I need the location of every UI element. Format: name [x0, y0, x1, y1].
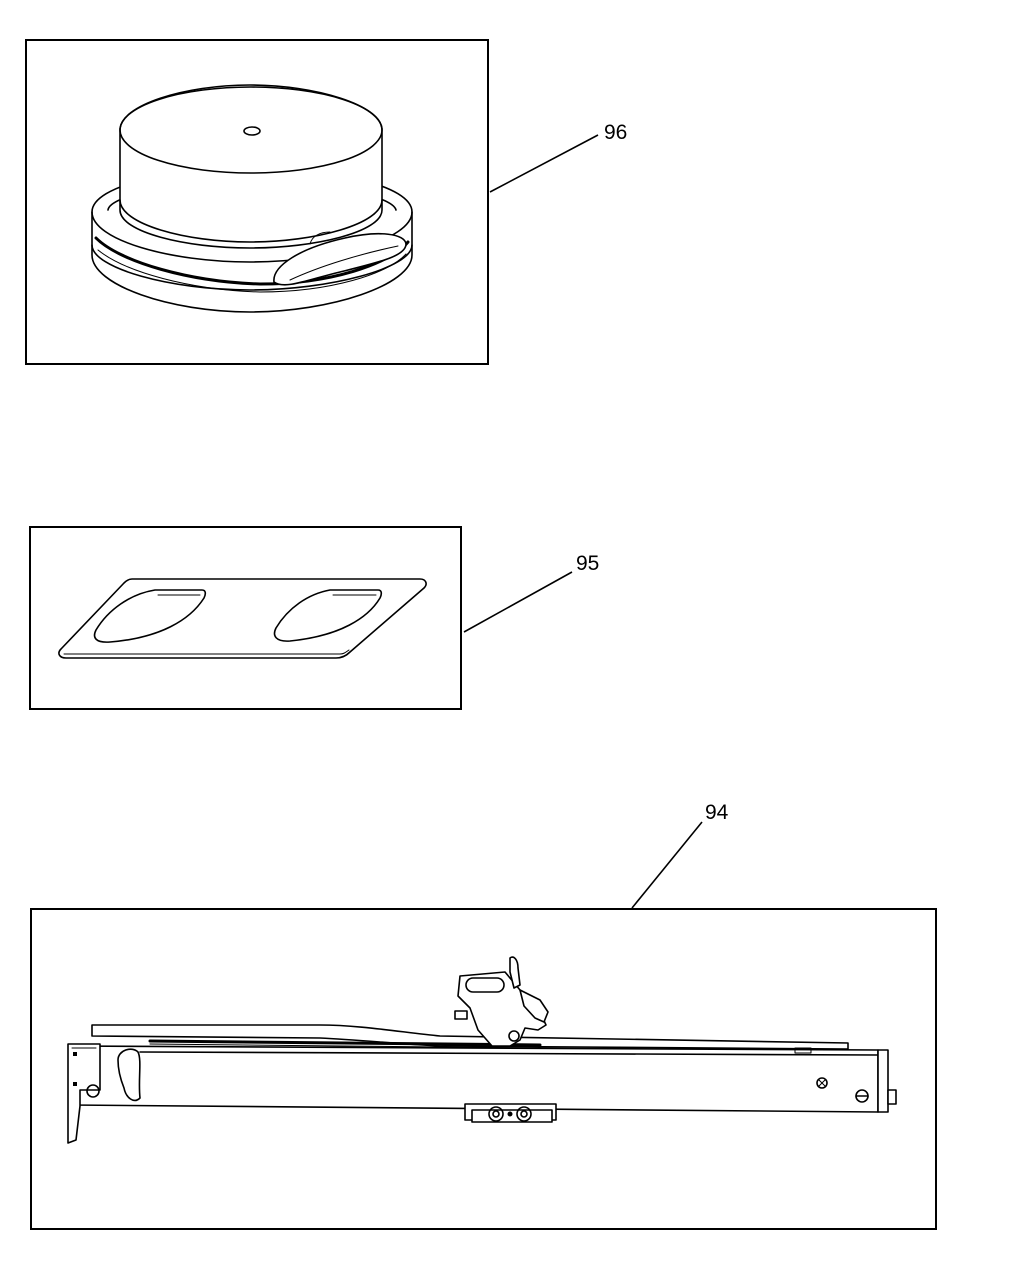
- part-96-leader-line: [489, 134, 599, 193]
- part-95-leader-line: [463, 571, 573, 633]
- part-96-frame: [25, 39, 489, 365]
- part-94-illustration: [67, 956, 897, 1144]
- part-94-panel: 94: [30, 801, 937, 1230]
- part-94-leader-line: [631, 821, 703, 909]
- part-95-callout: 95: [576, 552, 599, 575]
- part-96-illustration: [91, 84, 413, 313]
- part-95-panel: 95: [29, 526, 599, 710]
- part-94-callout: 94: [705, 801, 729, 824]
- part-96-callout: 96: [604, 121, 627, 144]
- part-94-frame: [30, 908, 937, 1230]
- part-96-panel: 96: [25, 39, 627, 365]
- part-95-illustration: [58, 578, 427, 659]
- part-95-frame: [29, 526, 462, 710]
